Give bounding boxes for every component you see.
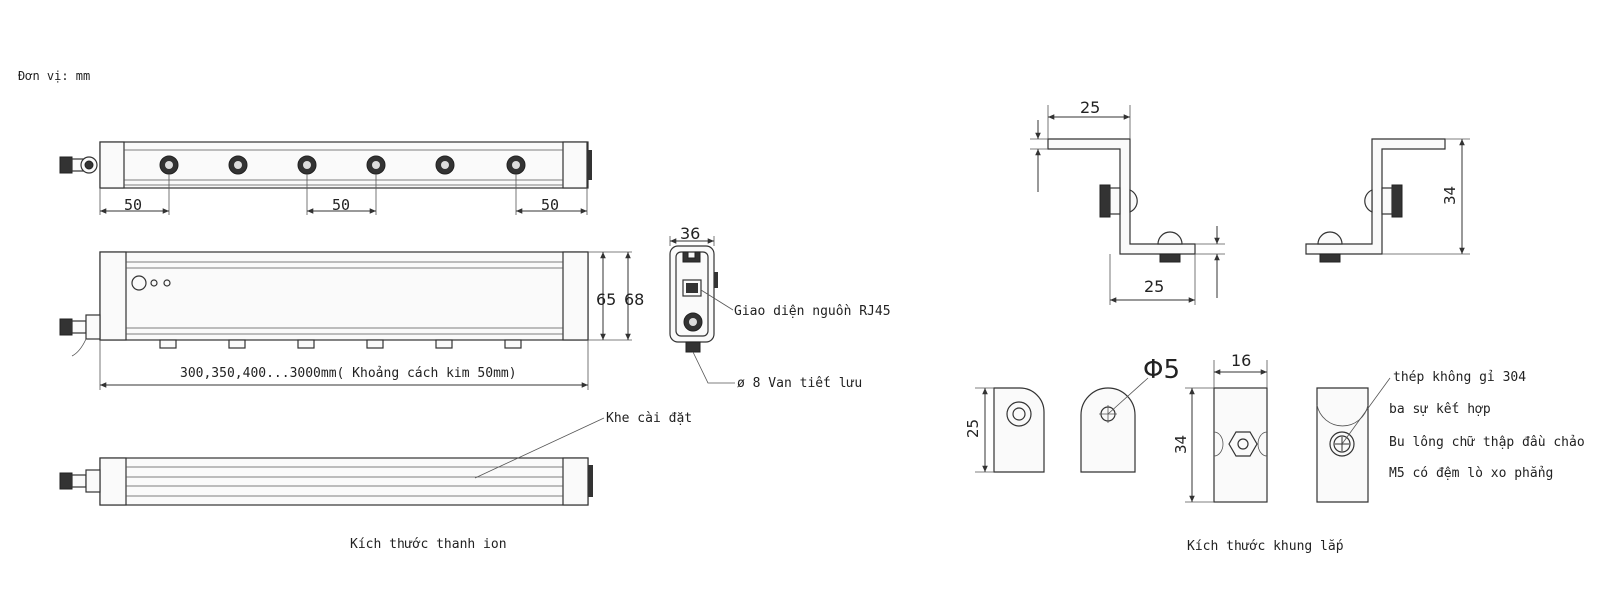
bottom-emitter-tips xyxy=(159,339,522,349)
ion-bar-top-view: 50 50 50 xyxy=(59,141,592,215)
bracket-dim-16: 16 xyxy=(1231,351,1251,370)
length-label: 300,350,400...3000mm( Khoảng cách kim 50… xyxy=(180,366,517,381)
note-combination: ba sự kết hợp xyxy=(1389,402,1491,417)
slot-label: Khe cài đặt xyxy=(606,411,692,426)
bracket-dim-34-side: 34 xyxy=(1441,186,1459,205)
bracket-tab-view-2: Φ5 xyxy=(1080,355,1180,473)
bracket-bolt-view: 16 34 xyxy=(1172,351,1268,503)
power-indicator-icon xyxy=(131,275,147,291)
valve-label: ø 8 Van tiết lưu xyxy=(737,376,862,391)
ion-bar-front-view: 65 68 300,350,400...3000mm( Khoảng cách … xyxy=(59,251,644,390)
bracket-dim-34-small: 34 xyxy=(1172,435,1190,454)
inlet-fitting-top xyxy=(59,156,98,174)
dim-68: 68 xyxy=(624,290,644,309)
dim-50-middle: 50 xyxy=(332,196,350,214)
bracket-dim-25-top: 25 xyxy=(1080,98,1100,117)
note-material: thép không gỉ 304 xyxy=(1393,370,1526,385)
needle-emitters xyxy=(159,155,526,175)
bar-caption: Kích thước thanh ion xyxy=(350,537,507,552)
bracket-side-view-left: 25 25 xyxy=(1030,98,1225,305)
inlet-fitting-bottom xyxy=(59,469,101,493)
dim-50-left: 50 xyxy=(124,196,142,214)
rj45-label: Giao diện nguồn RJ45 xyxy=(734,304,891,319)
bracket-caption: Kích thước khung lắp xyxy=(1187,539,1344,554)
dim-50-right: 50 xyxy=(541,196,559,214)
dim-36: 36 xyxy=(680,224,700,243)
ion-bar-bottom-view: Khe cài đặt xyxy=(59,411,692,506)
ion-bar-end-view: 36 Giao diện nguồn RJ45 ø 8 Van tiết lưu xyxy=(669,224,891,391)
bracket-dim-25-small: 25 xyxy=(964,419,982,438)
bracket-screw-view xyxy=(1316,377,1391,503)
bracket-notes: thép không gỉ 304 ba sự kết hợp Bu lông … xyxy=(1389,370,1585,481)
unit-label: Đơn vị: mm xyxy=(18,69,90,83)
note-bolt: Bu lông chữ thập đầu chảo xyxy=(1389,435,1585,450)
inlet-fitting-front xyxy=(59,314,101,357)
phi5-label: Φ5 xyxy=(1143,355,1180,385)
bracket-tab-view-1: 25 xyxy=(964,387,1045,473)
dim-65: 65 xyxy=(596,290,616,309)
bracket-side-view-right: 34 xyxy=(1305,138,1470,263)
note-washer: M5 có đệm lò xo phẳng xyxy=(1389,466,1553,481)
bracket-dim-25-bottom: 25 xyxy=(1144,277,1164,296)
